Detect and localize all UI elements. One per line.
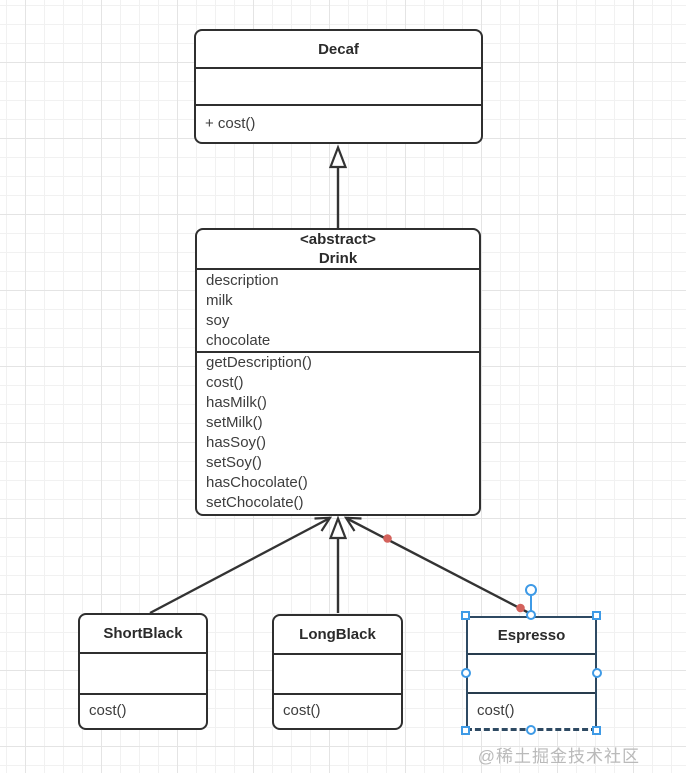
field-item: description [206, 271, 279, 289]
method-item: cost() [477, 701, 515, 719]
class-node-shortblack[interactable]: ShortBlack cost() [78, 613, 208, 730]
edge-espresso-drink[interactable] [343, 516, 532, 616]
edge-longblack-drink[interactable] [328, 515, 348, 614]
connection-point-right[interactable] [592, 668, 602, 678]
class-node-decaf[interactable]: Decaf + cost() [194, 29, 483, 144]
class-name: Decaf [318, 40, 359, 58]
resize-handle-bottom-right[interactable] [592, 726, 601, 735]
resize-handle-top-left[interactable] [461, 611, 470, 620]
class-node-longblack[interactable]: LongBlack cost() [272, 614, 403, 730]
connection-point-left[interactable] [461, 668, 471, 678]
watermark-text: @稀土掘金技术社区 [477, 747, 640, 766]
class-methods-compartment: getDescription() cost() hasMilk() setMilk()… [197, 353, 479, 513]
class-methods-compartment: + cost() [196, 106, 481, 141]
class-fields-compartment [274, 655, 401, 695]
class-node-drink[interactable]: <abstract> Drink description milk soy choco… [195, 228, 481, 516]
class-methods-compartment: cost() [80, 695, 206, 727]
class-fields-compartment: description milk soy chocolate [197, 270, 479, 353]
class-name: LongBlack [299, 626, 376, 643]
method-item: hasSoy() [206, 434, 267, 451]
method-item: cost() [283, 702, 321, 719]
method-item: setSoy() [206, 454, 262, 471]
method-item: + cost() [205, 114, 256, 132]
class-title: Espresso [468, 618, 595, 655]
edge-endpoint-dot[interactable] [516, 603, 525, 613]
class-name: Espresso [497, 627, 566, 644]
rotate-handle-stem [530, 596, 532, 612]
edge-drink-decaf[interactable] [328, 144, 348, 229]
method-item: hasChocolate() [206, 474, 308, 491]
method-item: cost() [89, 702, 127, 719]
class-fields-compartment [468, 655, 595, 694]
class-title: <abstract> Drink [197, 230, 479, 270]
rotate-handle[interactable] [525, 584, 537, 596]
resize-handle-bottom-left[interactable] [461, 726, 470, 735]
connection-point-top[interactable] [526, 610, 536, 620]
class-title: Decaf [196, 31, 481, 69]
class-title: LongBlack [274, 616, 401, 655]
class-name: Drink [318, 250, 358, 267]
resize-handle-top-right[interactable] [592, 611, 601, 620]
field-item: milk [206, 291, 233, 309]
method-item: hasMilk() [206, 394, 267, 411]
method-item: cost() [206, 374, 244, 391]
class-name: ShortBlack [103, 625, 183, 642]
field-item: chocolate [206, 331, 271, 349]
method-item: setMilk() [206, 414, 263, 431]
class-title: ShortBlack [80, 615, 206, 654]
class-methods-compartment: cost() [468, 694, 595, 727]
method-item: getDescription() [206, 354, 312, 371]
edge-waypoint-dot[interactable] [383, 534, 392, 543]
class-stereotype: <abstract> [300, 231, 376, 248]
field-item: soy [206, 311, 230, 329]
class-fields-compartment [80, 654, 206, 695]
method-item: setChocolate() [206, 494, 304, 511]
class-node-espresso[interactable]: Espresso cost() [466, 616, 597, 731]
class-fields-compartment [196, 69, 481, 106]
edge-shortblack-drink[interactable] [149, 516, 333, 615]
class-methods-compartment: cost() [274, 695, 401, 727]
connection-point-bottom[interactable] [526, 725, 536, 735]
